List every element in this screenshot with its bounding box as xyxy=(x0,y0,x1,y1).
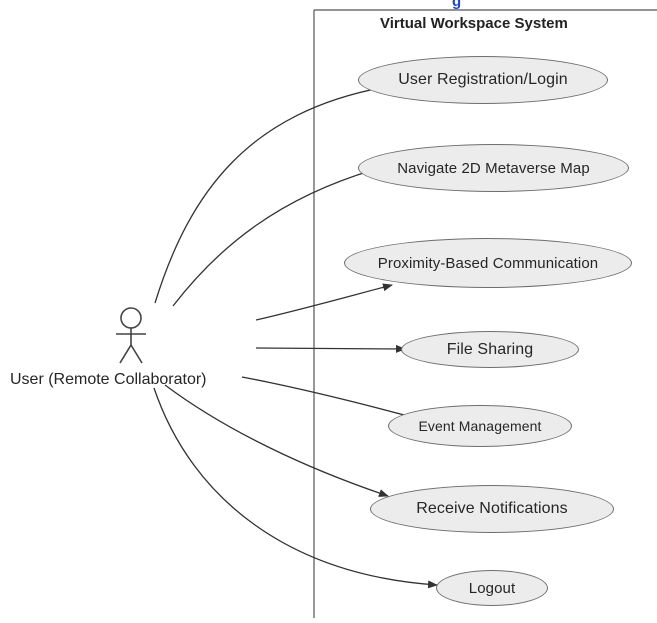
association-arrow-registration xyxy=(154,84,386,304)
association-arrow-notifications xyxy=(164,384,389,497)
association-arrow-logout xyxy=(153,387,438,589)
system-title: Virtual Workspace System xyxy=(380,15,568,32)
use-case-user-registration-login: User Registration/Login xyxy=(358,56,608,104)
use-case-label: Navigate 2D Metaverse Map xyxy=(397,159,590,177)
use-case-label: Proximity-Based Communication xyxy=(377,254,599,272)
actor-stick-figure xyxy=(116,307,146,364)
association-arrow-file-sharing xyxy=(255,344,406,353)
association-arrow-proximity xyxy=(255,283,393,321)
use-case-proximity-based-communication: Proximity-Based Communication xyxy=(344,238,632,288)
use-case-label: File Sharing xyxy=(446,340,534,358)
actor-right-leg xyxy=(130,344,143,364)
use-case-logout: Logout xyxy=(436,570,548,606)
use-case-receive-notifications: Receive Notifications xyxy=(370,485,614,533)
association-arrow-navigate xyxy=(172,168,374,307)
use-case-label: Receive Notifications xyxy=(416,500,568,517)
use-case-label: Event Management xyxy=(418,418,542,434)
actor-label: User (Remote Collaborator) xyxy=(10,371,207,388)
cropped-title-fragment: g xyxy=(452,0,462,10)
actor-left-leg xyxy=(119,344,132,364)
use-case-navigate-2d-metaverse-map: Navigate 2D Metaverse Map xyxy=(358,144,629,192)
association-arrow-event-management xyxy=(241,376,420,421)
actor-head xyxy=(120,307,142,329)
use-case-label: Logout xyxy=(468,579,516,597)
use-case-label: User Registration/Login xyxy=(398,71,568,88)
use-case-event-management: Event Management xyxy=(388,405,572,447)
use-case-file-sharing: File Sharing xyxy=(401,331,579,368)
